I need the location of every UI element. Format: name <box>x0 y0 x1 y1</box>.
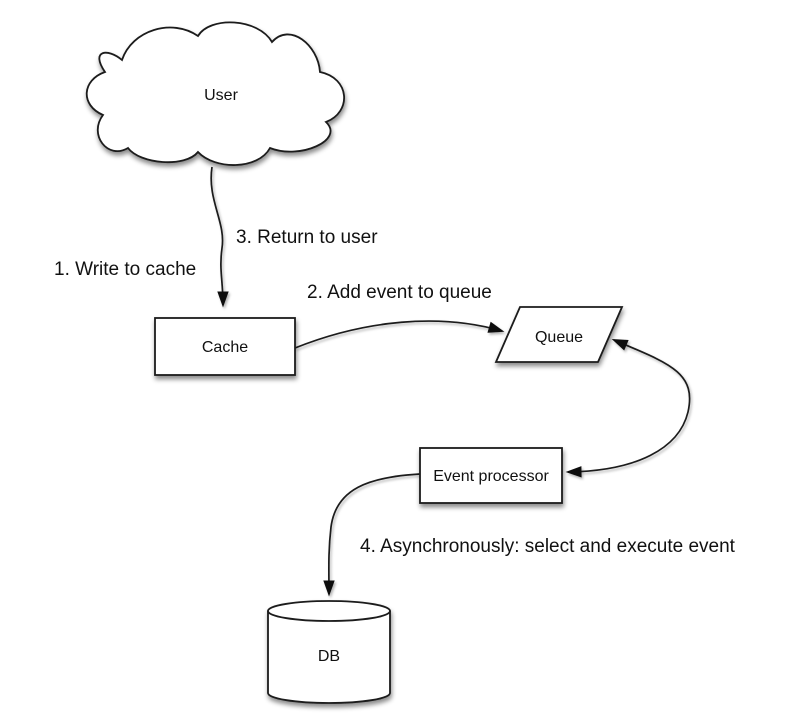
queue-parallelogram <box>494 306 624 363</box>
event-processor-label: Event processor <box>433 468 549 485</box>
label-step-3-return-to-user: 3. Return to user <box>236 227 378 248</box>
event-processor-box <box>419 447 563 504</box>
cache-label: Cache <box>202 339 248 356</box>
queue-label: Queue <box>535 329 583 346</box>
edge-queue-eventprocessor-bidirectional <box>565 339 691 478</box>
db-cylinder <box>267 600 391 704</box>
cache-box <box>154 317 296 376</box>
label-step-2-add-event-to-queue: 2. Add event to queue <box>307 282 492 303</box>
db-label: DB <box>318 648 340 665</box>
edge-user-to-cache <box>210 166 229 308</box>
edge-eventprocessor-to-db <box>323 473 421 597</box>
user-cloud <box>85 21 345 166</box>
db-cylinder-top <box>267 600 391 622</box>
user-label: User <box>204 87 238 104</box>
edge-cache-to-queue <box>294 320 505 349</box>
label-step-4-asynchronously-select-execute: 4. Asynchronously: select and execute ev… <box>360 536 736 557</box>
label-step-1-write-to-cache: 1. Write to cache <box>54 259 196 280</box>
db-cylinder-body <box>267 611 391 704</box>
